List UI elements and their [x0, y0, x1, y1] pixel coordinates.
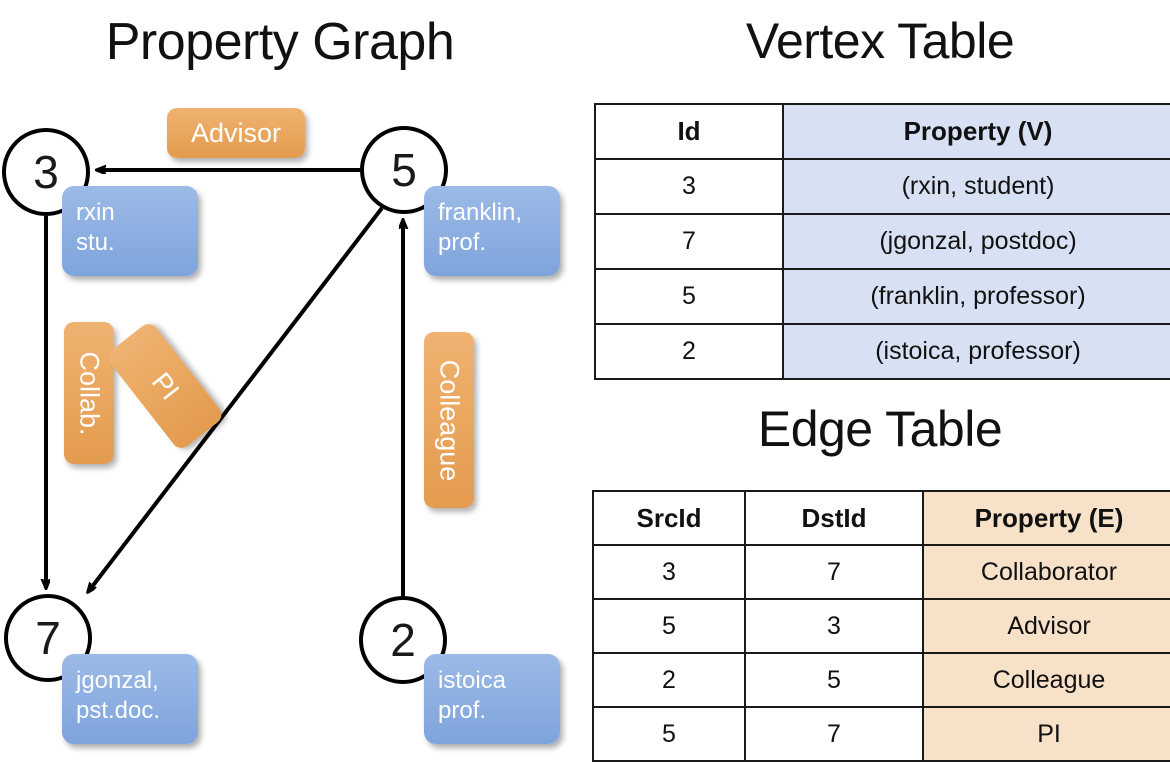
table-row: 3 (rxin, student)	[594, 158, 1170, 215]
page-title-property-graph: Property Graph	[105, 13, 455, 71]
page-title-edge-table: Edge Table	[757, 401, 1003, 457]
node-property-istoica-line1: istoica	[438, 667, 507, 694]
node-property-franklin-line2: prof.	[438, 229, 487, 256]
vertex-table-header-row: Id Property (V)	[594, 103, 1170, 160]
edge-5-to-7-pi	[88, 206, 384, 592]
node-property-rxin-line1: rxin	[76, 199, 115, 226]
table-row: 5 7 PI	[592, 706, 1170, 762]
table-row: 5 3 Advisor	[592, 598, 1170, 654]
vertex-table: Id Property (V) 3 (rxin, student) 7 (jgo…	[594, 103, 1170, 380]
edge-table-header-srcid: SrcId	[592, 490, 746, 546]
node-property-box-istoica: istoica prof.	[424, 654, 560, 744]
edge-row-0-property: Collaborator	[922, 544, 1170, 600]
edge-label-colleague: Colleague	[424, 332, 474, 508]
edge-row-0-dstid: 7	[744, 544, 924, 600]
vertex-row-0-property: (rxin, student)	[782, 158, 1170, 215]
graph-node-7-label: 7	[35, 612, 61, 664]
vertex-row-0-id: 3	[594, 158, 784, 215]
node-property-box-franklin: franklin, prof.	[424, 186, 560, 276]
node-property-istoica-line2: prof.	[438, 697, 487, 724]
table-row: 2 (istoica, professor)	[594, 323, 1170, 380]
edge-row-3-dstid: 7	[744, 706, 924, 762]
edge-row-1-property: Advisor	[922, 598, 1170, 654]
graph-edges-layer	[0, 0, 590, 596]
graph-node-5[interactable]: 5	[360, 126, 448, 214]
edge-table: SrcId DstId Property (E) 3 7 Collaborato…	[592, 490, 1170, 762]
node-property-franklin-line1: franklin,	[438, 199, 523, 226]
property-graph-diagram: Advisor Collab. PI Colleague 3 5 7 2 rxi…	[0, 0, 590, 744]
graph-node-2[interactable]: 2	[359, 596, 447, 684]
vertex-row-2-property: (franklin, professor)	[782, 268, 1170, 325]
edge-row-0-srcid: 3	[592, 544, 746, 600]
vertex-table-header-property: Property (V)	[782, 103, 1170, 160]
edge-table-header-row: SrcId DstId Property (E)	[592, 490, 1170, 546]
graph-node-3-label: 3	[33, 146, 59, 198]
vertex-table-header-id: Id	[594, 103, 784, 160]
edge-row-2-dstid: 5	[744, 652, 924, 708]
node-property-rxin-line2: stu.	[76, 229, 115, 256]
edge-label-advisor: Advisor	[167, 108, 305, 158]
vertex-row-2-id: 5	[594, 268, 784, 325]
edge-row-1-srcid: 5	[592, 598, 746, 654]
table-row: 7 (jgonzal, postdoc)	[594, 213, 1170, 270]
table-row: 5 (franklin, professor)	[594, 268, 1170, 325]
vertex-row-3-id: 2	[594, 323, 784, 380]
vertex-row-1-property: (jgonzal, postdoc)	[782, 213, 1170, 270]
edge-label-collab: Collab.	[64, 322, 114, 464]
edge-table-header-dstid: DstId	[744, 490, 924, 546]
table-row: 2 5 Colleague	[592, 652, 1170, 708]
vertex-row-1-id: 7	[594, 213, 784, 270]
node-property-box-jgonzal: jgonzal, pst.doc.	[62, 654, 198, 744]
edge-row-3-srcid: 5	[592, 706, 746, 762]
edge-label-colleague-text: Colleague	[434, 359, 465, 481]
graph-node-5-label: 5	[391, 144, 417, 196]
edge-row-3-property: PI	[922, 706, 1170, 762]
node-property-jgonzal-line2: pst.doc.	[76, 697, 161, 724]
edge-label-advisor-text: Advisor	[190, 117, 282, 148]
edge-label-pi-text: PI	[145, 366, 186, 405]
vertex-row-3-property: (istoica, professor)	[782, 323, 1170, 380]
table-row: 3 7 Collaborator	[592, 544, 1170, 600]
edge-row-1-dstid: 3	[744, 598, 924, 654]
node-property-box-rxin: rxin stu.	[62, 186, 198, 276]
edge-label-collab-text: Collab.	[74, 350, 105, 436]
edge-row-2-property: Colleague	[922, 652, 1170, 708]
node-property-jgonzal-line1: jgonzal,	[76, 667, 159, 694]
graph-node-2-label: 2	[390, 614, 416, 666]
edge-table-header-property: Property (E)	[922, 490, 1170, 546]
page-title-vertex-table: Vertex Table	[745, 13, 1015, 69]
edge-row-2-srcid: 2	[592, 652, 746, 708]
